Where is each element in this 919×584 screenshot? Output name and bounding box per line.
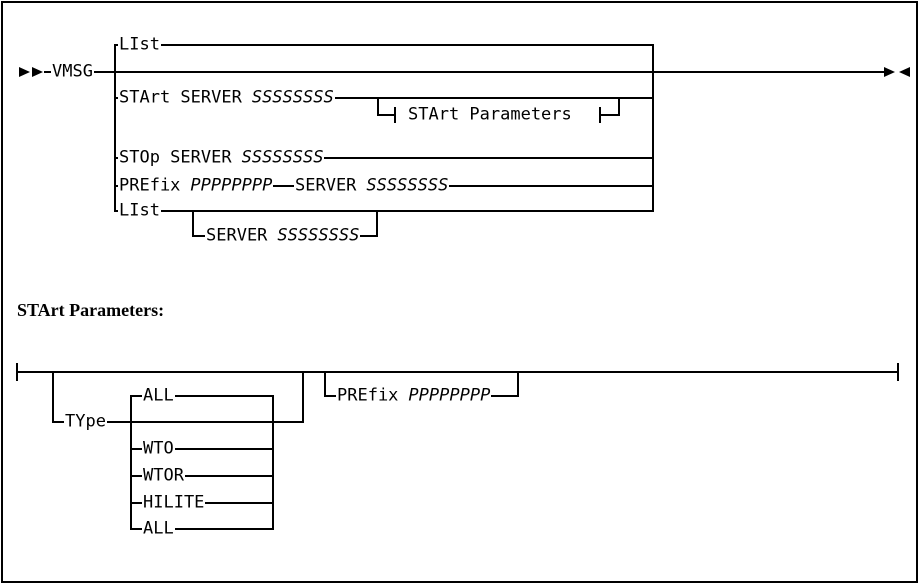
fragment-heading: STArt Parameters: <box>17 300 165 320</box>
choice-wtor: WTOR <box>142 465 185 487</box>
prefix-rise-line <box>517 371 519 397</box>
path-line-list-bottom <box>114 210 654 212</box>
fragment-stub-line <box>377 114 396 116</box>
fragment-stub-line <box>599 114 620 116</box>
operand-prefix-name: PPPPPPPP <box>408 385 491 406</box>
path-line-stop <box>114 157 654 159</box>
fragment-rise-line <box>618 97 620 116</box>
main-path-line <box>44 71 886 73</box>
fragment-main-line <box>16 371 899 373</box>
choice-line-all-default <box>130 395 274 397</box>
type-path-line <box>52 421 304 423</box>
choice-all-default: ALL <box>142 385 175 407</box>
end-arrow-left-icon <box>899 67 910 77</box>
type-drop-line <box>52 371 54 423</box>
operand-server-name: SSSSSSSS <box>251 87 334 108</box>
end-arrow-right-icon <box>884 67 895 77</box>
fragment-drop-line <box>377 97 379 116</box>
prefix-drop-line <box>324 371 326 397</box>
keyword-list-top: LIst <box>118 34 161 56</box>
choice-line-wto <box>130 448 274 450</box>
fragment-end-tick <box>897 363 899 381</box>
choice-all: ALL <box>142 518 175 540</box>
optional-drop-line <box>192 210 194 237</box>
choice-stack-right-line <box>272 395 274 530</box>
operand-server-name: SSSSSSSS <box>366 175 449 196</box>
keyword-list-bottom: LIst <box>118 200 161 222</box>
choice-line-all <box>130 528 274 530</box>
operand-server-name: SSSSSSSS <box>241 147 324 168</box>
path-line-list-top <box>114 44 654 46</box>
fragment-reference-label: STArt Parameters <box>407 104 573 126</box>
operand-server-name: SSSSSSSS <box>277 225 360 246</box>
start-arrow-icon <box>32 67 43 77</box>
type-rise-line <box>302 371 304 423</box>
optional-rise-line <box>376 210 378 237</box>
branch-line <box>114 44 116 212</box>
choice-stack-left-line <box>130 395 132 530</box>
operand-prefix-name: PPPPPPPP <box>190 175 273 196</box>
choice-hilite: HILITE <box>142 492 206 514</box>
start-arrow-icon <box>19 67 30 77</box>
fragment-start-tick <box>16 363 18 381</box>
keyword-type: TYpe <box>64 411 107 433</box>
command-keyword: VMSG <box>51 61 94 83</box>
choice-line-wtor <box>130 475 274 477</box>
path-line-start <box>114 97 654 99</box>
choice-wto: WTO <box>142 438 175 460</box>
fragment-tick-left <box>394 107 396 123</box>
join-line <box>652 44 654 212</box>
